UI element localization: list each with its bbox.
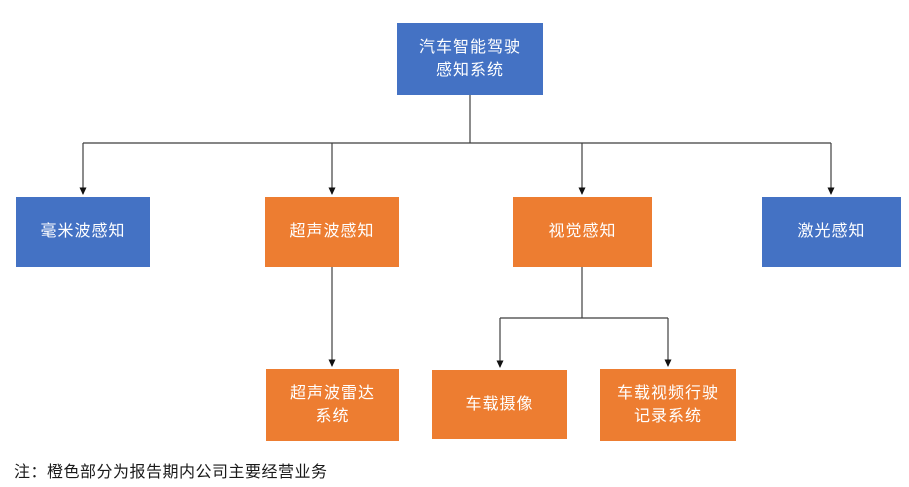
node-laser-perception: 激光感知 <box>762 197 901 267</box>
node-ultrasonic-label: 超声波感知 <box>289 223 375 241</box>
node-drive-recorder-label: 车载视频行驶 记录系统 <box>616 384 719 425</box>
node-mmwave-label: 毫米波感知 <box>40 223 126 241</box>
node-visual-label: 视觉感知 <box>548 223 617 241</box>
node-car-camera-label: 车载摄像 <box>465 395 534 413</box>
node-visual-perception: 视觉感知 <box>513 197 652 267</box>
node-laser-label: 激光感知 <box>797 223 866 241</box>
node-ultrasonic-perception: 超声波感知 <box>265 197 399 267</box>
node-mmwave-perception: 毫米波感知 <box>16 197 150 267</box>
node-ultrasonic-radar-system: 超声波雷达 系统 <box>266 369 399 441</box>
footnote: 注：橙色部分为报告期内公司主要经营业务 <box>14 464 328 481</box>
node-drive-recorder-system: 车载视频行驶 记录系统 <box>600 369 736 441</box>
node-car-camera: 车载摄像 <box>432 370 567 439</box>
node-ultrasonic-radar-label: 超声波雷达 系统 <box>289 384 375 425</box>
node-root: 汽车智能驾驶 感知系统 <box>397 23 543 95</box>
node-root-label: 汽车智能驾驶 感知系统 <box>418 38 521 79</box>
